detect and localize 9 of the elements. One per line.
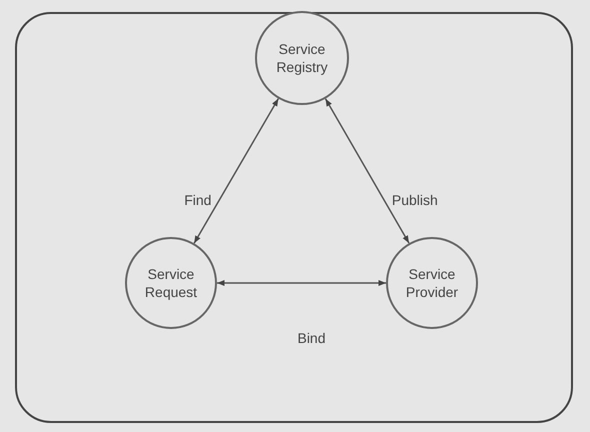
arrow — [217, 280, 386, 286]
arrow — [324, 98, 410, 244]
edge-label: Bind — [297, 330, 326, 346]
edge-label: Find — [184, 192, 212, 208]
node-label: Service Registry — [275, 40, 329, 76]
node-label: Service Provider — [404, 264, 460, 302]
node-label: Service Request — [144, 264, 198, 302]
edge-label: Publish — [392, 192, 438, 208]
arrow — [194, 98, 279, 244]
